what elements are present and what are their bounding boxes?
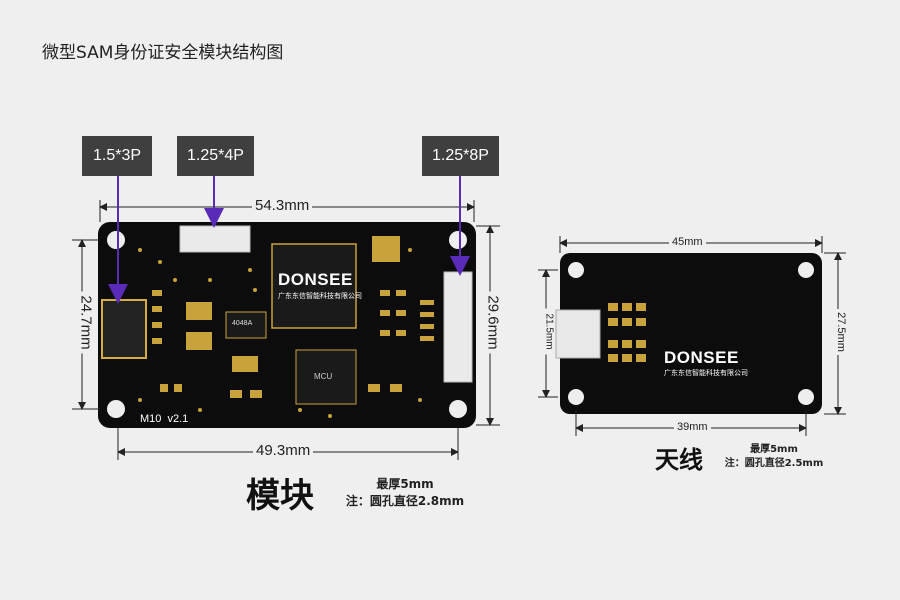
antenna-hole-tl xyxy=(568,262,584,278)
main-chip xyxy=(271,243,357,329)
antenna-pcb xyxy=(555,253,822,414)
connector-3p xyxy=(101,299,147,359)
mcu-label: MCU xyxy=(314,372,333,381)
module-height-left: 24.7mm xyxy=(77,291,95,354)
antenna-height-right: 27.5mm xyxy=(835,309,847,355)
connector-label-4p: 1.25*4P xyxy=(177,136,254,176)
mount-hole-br xyxy=(449,400,467,418)
mcu-chip xyxy=(295,349,357,405)
antenna-height-left: 21.5mm xyxy=(543,308,555,355)
antenna-notes: 最厚5mm 注：圆孔直径2.5mm xyxy=(712,443,836,471)
small-chip-label: 4048A xyxy=(232,320,253,327)
antenna-connector xyxy=(555,309,601,359)
connector-8p xyxy=(443,271,473,383)
module-silkscreen: M10 v2.1 xyxy=(140,413,189,425)
module-label: 模块 xyxy=(246,476,314,516)
module-logo: DONSEE xyxy=(278,270,353,289)
connector-label-3p: 1.5*3P xyxy=(82,136,152,176)
connector-label-8p: 1.25*8P xyxy=(422,136,499,176)
antenna-hole-tr xyxy=(798,262,814,278)
page-title: 微型SAM身份证安全模块结构图 xyxy=(42,43,284,63)
small-chip xyxy=(225,311,267,339)
antenna-hole-br xyxy=(798,389,814,405)
module-pcb xyxy=(98,222,476,428)
mount-hole-bl xyxy=(107,400,125,418)
module-notes: 最厚5mm 注：圆孔直径2.8mm xyxy=(340,476,470,510)
module-thickness: 最厚5mm xyxy=(376,477,434,491)
antenna-logo: DONSEE xyxy=(664,348,739,367)
antenna-thickness: 最厚5mm xyxy=(750,444,798,455)
mount-hole-tl xyxy=(107,231,125,249)
antenna-company: 广东东信智能科技有限公司 xyxy=(664,369,748,377)
antenna-hole-bl xyxy=(568,389,584,405)
mount-hole-tr xyxy=(449,231,467,249)
callout-arrows xyxy=(108,176,470,304)
module-height-right: 29.6mm xyxy=(484,291,502,354)
connector-4p xyxy=(179,225,251,253)
antenna-width-bottom: 39mm xyxy=(674,421,711,433)
antenna-label: 天线 xyxy=(655,446,703,474)
module-company: 广东东信智能科技有限公司 xyxy=(278,292,362,300)
module-hole-note: 注：圆孔直径2.8mm xyxy=(345,494,465,508)
module-width-top: 54.3mm xyxy=(252,197,313,214)
antenna-hole-note: 注：圆孔直径2.5mm xyxy=(724,458,824,469)
module-width-bottom: 49.3mm xyxy=(253,442,314,459)
antenna-width-top: 45mm xyxy=(669,236,706,248)
